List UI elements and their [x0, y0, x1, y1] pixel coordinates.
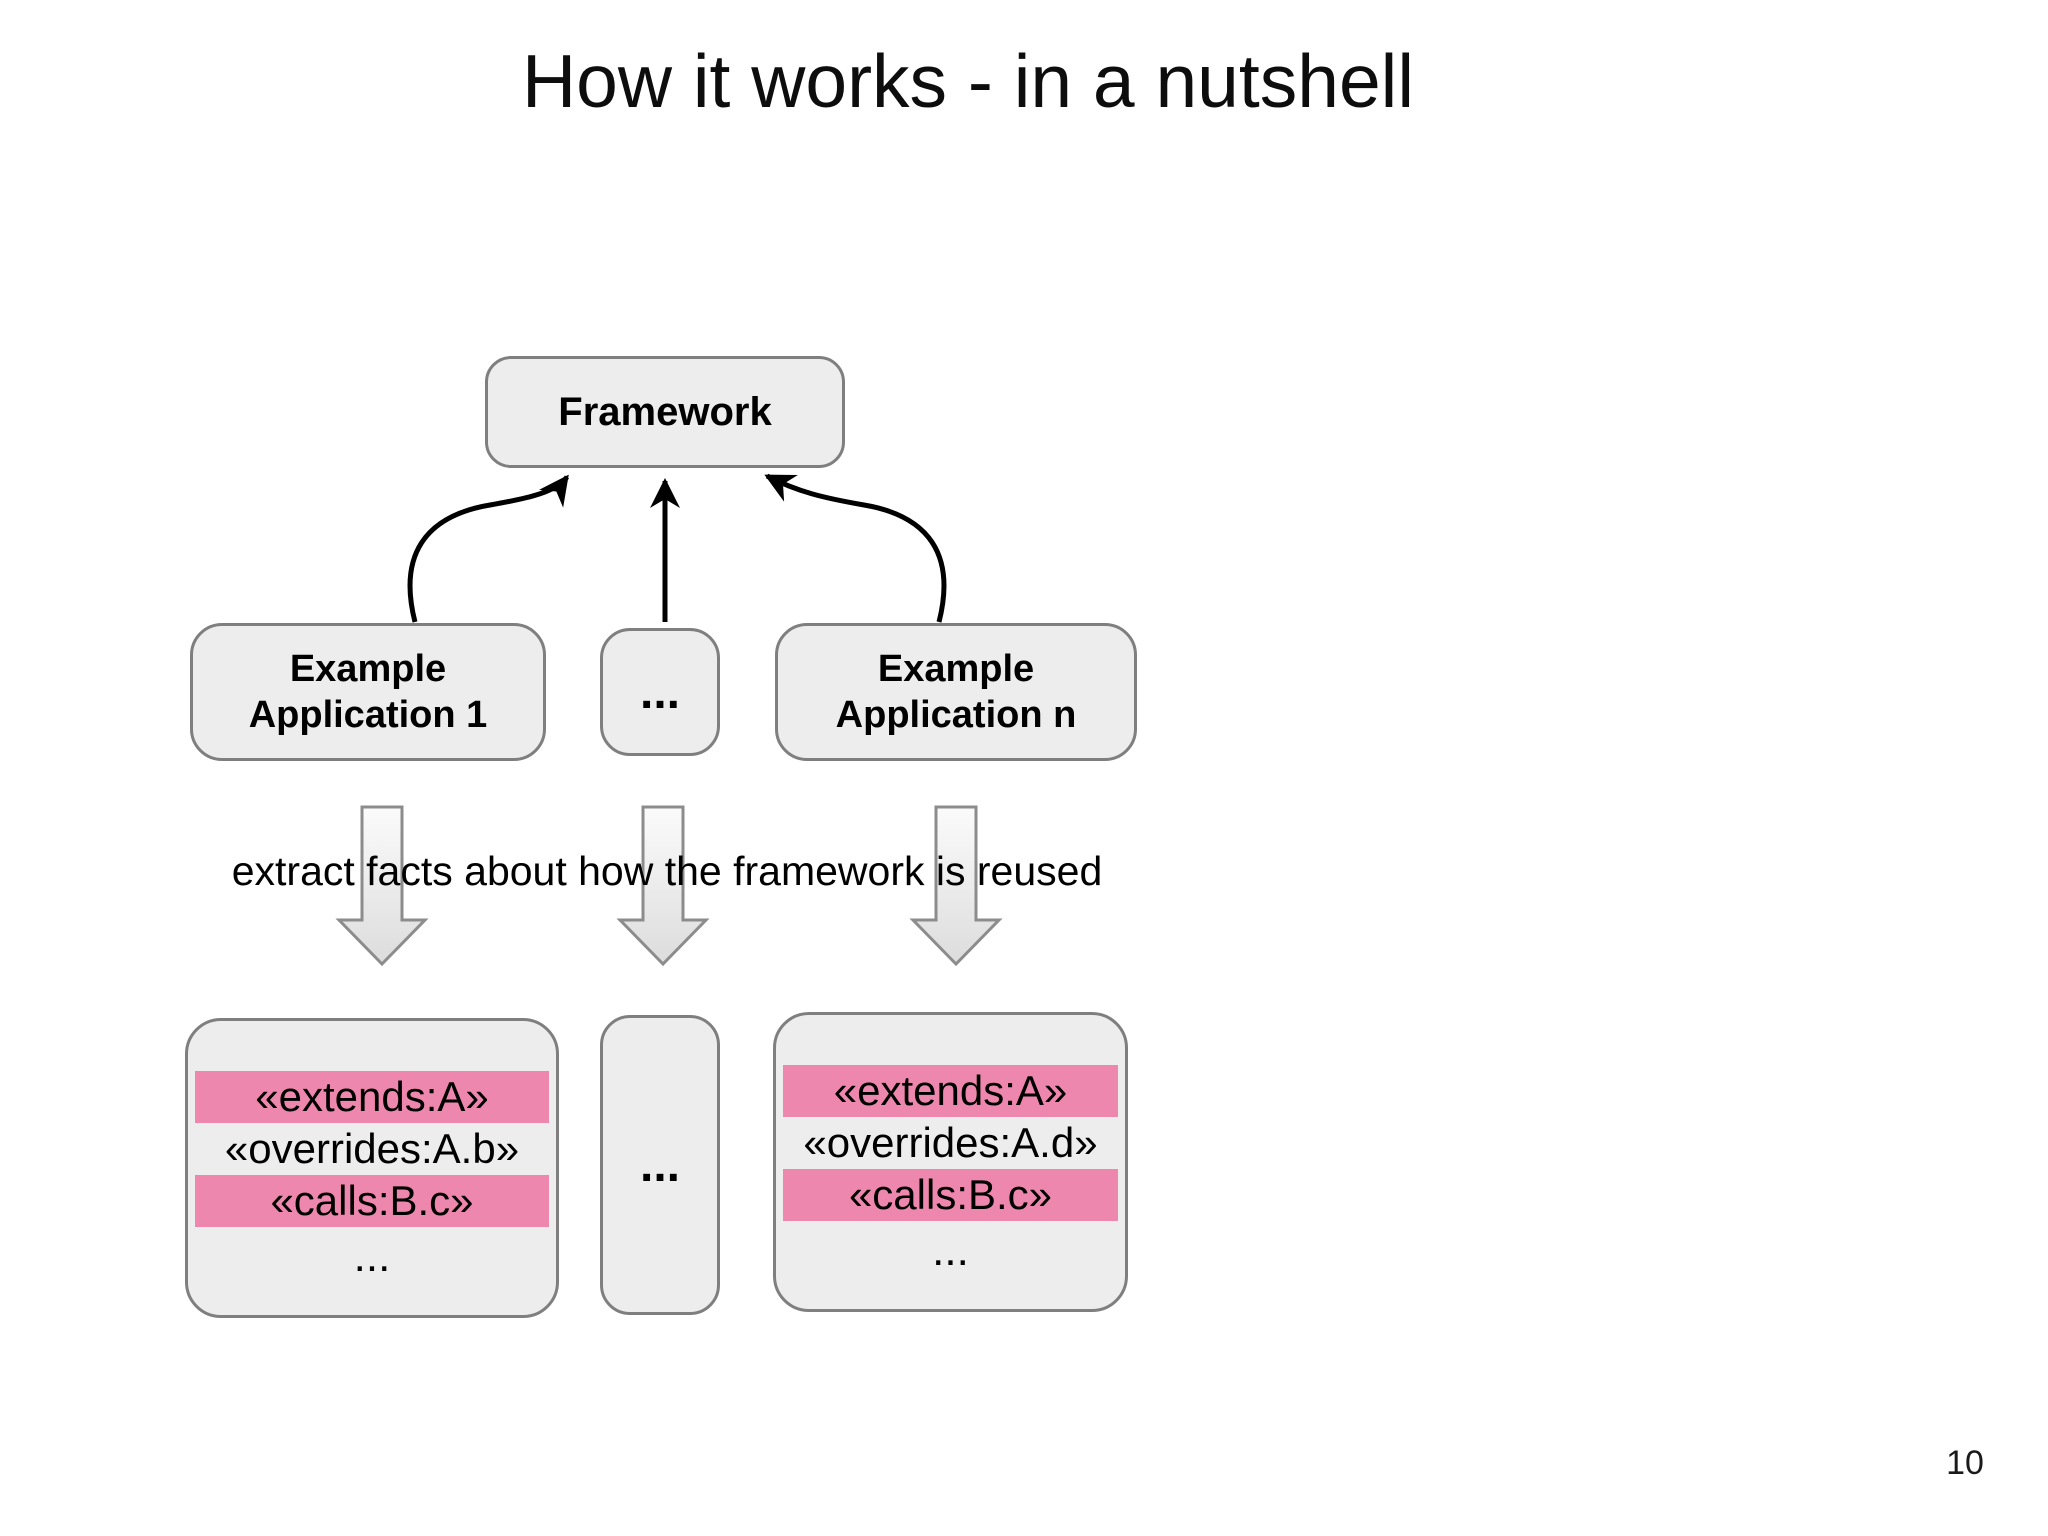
- framework-label: Framework: [558, 389, 772, 434]
- facts-box-app-n: «extends:A» «overrides:A.d» «calls:B.c» …: [773, 1012, 1128, 1312]
- example-application-n-node: Example Application n: [775, 623, 1137, 761]
- extract-arrows-down: [335, 805, 1003, 967]
- page-number: 10: [1946, 1444, 1984, 1482]
- example-application-1-label: Example Application 1: [248, 648, 488, 736]
- fact-ellipsis: ...: [932, 1226, 969, 1275]
- applications-ellipsis-label: ...: [639, 665, 680, 719]
- fact-extends-a: «extends:A»: [195, 1071, 549, 1123]
- applications-ellipsis-node: ...: [600, 628, 720, 756]
- example-application-1-node: Example Application 1: [190, 623, 546, 761]
- page-title: How it works - in a nutshell: [522, 39, 1414, 123]
- facts-ellipsis-label: ...: [639, 1138, 680, 1192]
- fact-ellipsis: ...: [353, 1232, 391, 1281]
- facts-box-ellipsis: ...: [600, 1015, 720, 1315]
- reuse-arrows-up: [407, 473, 947, 623]
- fact-overrides-ab: «overrides:A.b»: [224, 1125, 520, 1172]
- arrow-appn-to-framework: [764, 473, 947, 623]
- block-arrow-down-2: [616, 805, 710, 967]
- block-arrow-down-1: [335, 805, 429, 967]
- block-arrow-down-3: [909, 805, 1003, 967]
- framework-node: Framework: [485, 356, 845, 468]
- facts-box-app-1: «extends:A» «overrides:A.b» «calls:B.c» …: [185, 1018, 559, 1318]
- fact-calls-bc: «calls:B.c»: [783, 1169, 1118, 1221]
- fact-calls-bc: «calls:B.c»: [195, 1175, 549, 1227]
- extract-facts-caption: extract facts about how the framework is…: [231, 848, 1103, 894]
- fact-overrides-ad: «overrides:A.d»: [803, 1119, 1098, 1166]
- fact-extends-a: «extends:A»: [783, 1065, 1118, 1117]
- arrow-app1-to-framework: [407, 474, 570, 623]
- example-application-n-label: Example Application n: [835, 648, 1077, 736]
